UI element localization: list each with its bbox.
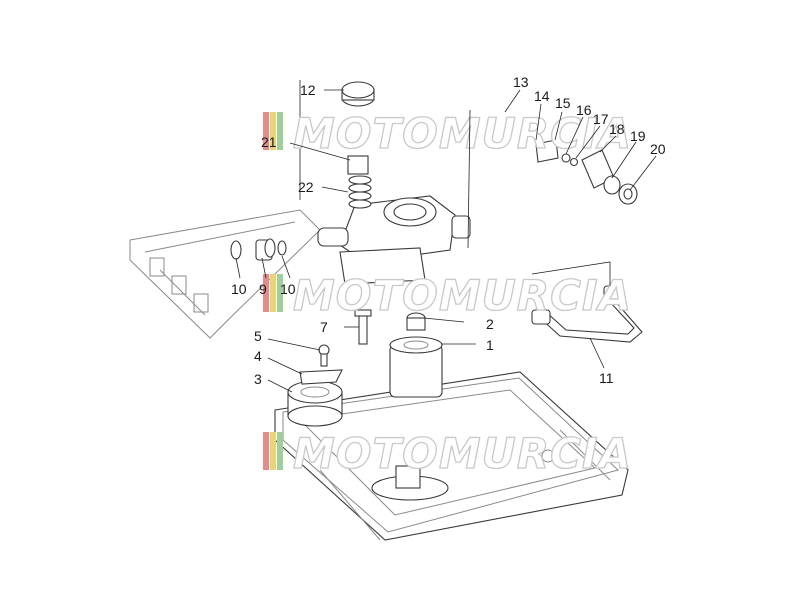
callout-16: 16: [576, 102, 592, 118]
oil-sump: [274, 371, 629, 541]
svg-text:MOTOMURCIA: MOTOMURCIA: [293, 109, 632, 158]
callout-15: 15: [555, 95, 571, 111]
svg-text:MOTOMURCIA: MOTOMURCIA: [293, 429, 632, 478]
svg-text:MOTOMURCIA: MOTOMURCIA: [293, 271, 632, 320]
spring: [348, 175, 372, 209]
crankcase-wall: [129, 209, 321, 339]
callout-14: 14: [534, 88, 550, 104]
oil-pump-body: [317, 195, 471, 285]
oil-filter: [389, 312, 443, 398]
callout-5: 5: [254, 328, 262, 344]
callout-9: 9: [259, 281, 267, 297]
leader-lines: [235, 89, 657, 393]
callout-11: 11: [599, 370, 614, 386]
shaft-and-seals: [230, 238, 287, 261]
callout-22: 22: [298, 179, 314, 195]
callout-10b: 10: [280, 281, 296, 297]
bolt: [354, 309, 372, 345]
callout-7: 7: [320, 319, 328, 335]
watermark-bottom: MOTOMURCIA: [263, 428, 632, 479]
callout-labels: 1 2 3 4 5 7 9 10 10 11 12 13 14 15 16 17…: [231, 74, 666, 387]
callout-18: 18: [609, 121, 625, 137]
callout-17: 17: [593, 111, 609, 127]
callout-12: 12: [300, 82, 316, 98]
callout-10: 10: [231, 281, 247, 297]
callout-4: 4: [254, 348, 262, 364]
callout-13: 13: [513, 74, 529, 90]
callout-3: 3: [254, 371, 262, 387]
watermark-middle: MOTOMURCIA: [263, 270, 632, 321]
callout-1: 1: [486, 337, 494, 353]
callout-21: 21: [261, 134, 277, 150]
oil-pipe: [531, 285, 643, 343]
oil-strainer: [287, 344, 343, 427]
watermark-top: MOTOMURCIA: [263, 108, 632, 159]
callout-19: 19: [630, 128, 646, 144]
callout-20: 20: [650, 141, 666, 157]
callout-2: 2: [486, 316, 494, 332]
